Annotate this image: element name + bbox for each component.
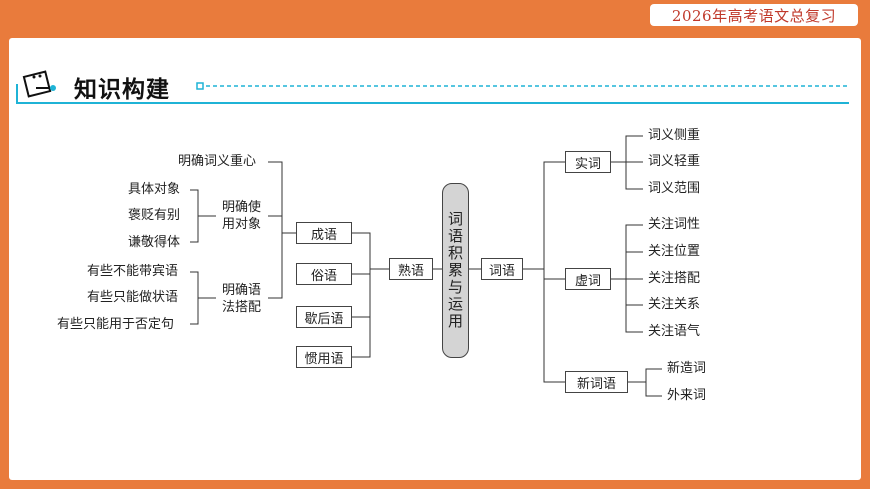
notebook-icon: [22, 70, 56, 98]
node-shuyu: 熟语: [389, 258, 433, 280]
node-chengyu: 成语: [296, 222, 352, 244]
leaf-praise-blame: 褒贬有别: [128, 208, 181, 223]
leaf-no-object: 有些不能带宾语: [87, 264, 179, 279]
node-grammar-line1: 明确语: [222, 283, 262, 298]
node-meaning-focus: 明确词义重心: [178, 154, 257, 169]
node-ciyu: 词语: [481, 258, 523, 280]
section-title: 知识构建: [74, 77, 170, 103]
node-usage-object-line2: 用对象: [222, 217, 262, 232]
leaf-adverbial-only: 有些只能做状语: [87, 290, 179, 305]
leaf-mood: 关注语气: [648, 324, 701, 339]
leaf-position: 关注位置: [648, 244, 701, 259]
content-card: [9, 38, 861, 480]
center-topic-label: 词语积累与运用: [446, 211, 464, 330]
leaf-negative-only: 有些只能用于否定句: [57, 317, 175, 332]
leaf-relation: 关注关系: [648, 297, 701, 312]
center-topic: 词语积累与运用: [442, 183, 469, 358]
leaf-loan-word: 外来词: [667, 388, 707, 403]
course-tag: 2026年高考语文总复习: [650, 4, 858, 26]
leaf-collocation: 关注搭配: [648, 271, 701, 286]
leaf-coined-word: 新造词: [667, 361, 707, 376]
leaf-concrete-object: 具体对象: [128, 182, 181, 197]
node-guanyongyu: 惯用语: [296, 346, 352, 368]
leaf-meaning-emphasis: 词义侧重: [648, 128, 701, 143]
node-suyu: 俗语: [296, 263, 352, 285]
leaf-word-class: 关注词性: [648, 217, 701, 232]
leaf-meaning-scope: 词义范围: [648, 181, 701, 196]
leaf-meaning-weight: 词义轻重: [648, 154, 701, 169]
node-shici: 实词: [565, 151, 611, 173]
node-usage-object-line1: 明确使: [222, 200, 262, 215]
node-xuci: 虚词: [565, 268, 611, 290]
node-xinciyu: 新词语: [565, 371, 628, 393]
node-xiehouyu: 歇后语: [296, 306, 352, 328]
node-grammar-line2: 法搭配: [222, 300, 262, 315]
leaf-modest-respect: 谦敬得体: [128, 235, 181, 250]
